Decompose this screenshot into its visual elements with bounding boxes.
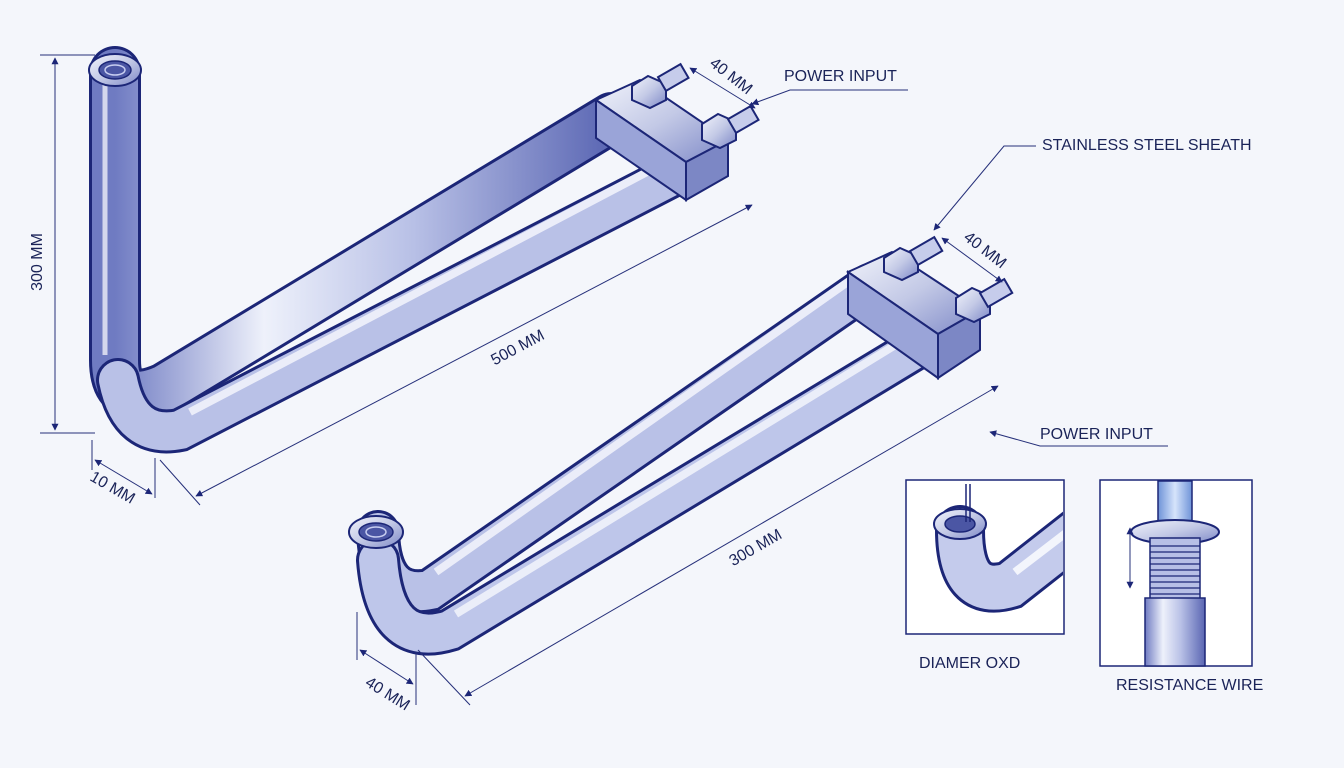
dim-right-terminal-label: 40 MM <box>960 229 1009 273</box>
dim-right-bend-label: 40 MM <box>362 674 412 714</box>
detail-inset-diameter: DIAMER OXD <box>905 479 1065 672</box>
dim-left-height-label: 300 MM <box>29 233 46 291</box>
leader-power-input-top: POWER INPUT <box>751 68 908 106</box>
dim-right-terminal: 40 MM <box>941 229 1009 283</box>
right-heating-element: 40 MM 300 MM 40 MM STAINLESS STEEL SHEAT… <box>348 137 1252 714</box>
dim-left-length-label: 500 MM <box>488 327 547 369</box>
dim-left-bend: 10 MM <box>87 440 156 508</box>
dim-right-length-label: 300 MM <box>726 526 785 570</box>
right-tube-open-end <box>348 515 404 549</box>
label-stainless-steel-sheath: STAINLESS STEEL SHEATH <box>1042 137 1252 154</box>
coil-windings <box>1150 545 1200 595</box>
leader-power-input-right: POWER INPUT <box>989 426 1168 447</box>
left-tube-open-end <box>88 53 142 87</box>
dim-left-terminal-label: 40 MM <box>706 55 755 99</box>
left-heating-element: 300 MM 500 MM 10 MM 40 MM POWER INPUT <box>29 46 908 508</box>
label-diameter-oxd: DIAMER OXD <box>919 655 1020 672</box>
dim-left-height: 300 MM <box>29 54 95 434</box>
dim-left-terminal: 40 MM <box>689 55 756 109</box>
dim-left-bend-label: 10 MM <box>87 469 138 508</box>
label-resistance-wire: RESISTANCE WIRE <box>1116 677 1263 694</box>
left-terminal-studs <box>631 62 760 150</box>
leader-stainless-sheath: STAINLESS STEEL SHEATH <box>933 137 1252 231</box>
label-power-input-top: POWER INPUT <box>784 68 897 85</box>
right-terminal-studs <box>883 235 1014 324</box>
label-power-input-right: POWER INPUT <box>1040 426 1153 443</box>
left-terminal-block <box>593 78 730 202</box>
detail-inset-resistance-wire: RESISTANCE WIRE <box>1099 479 1263 694</box>
